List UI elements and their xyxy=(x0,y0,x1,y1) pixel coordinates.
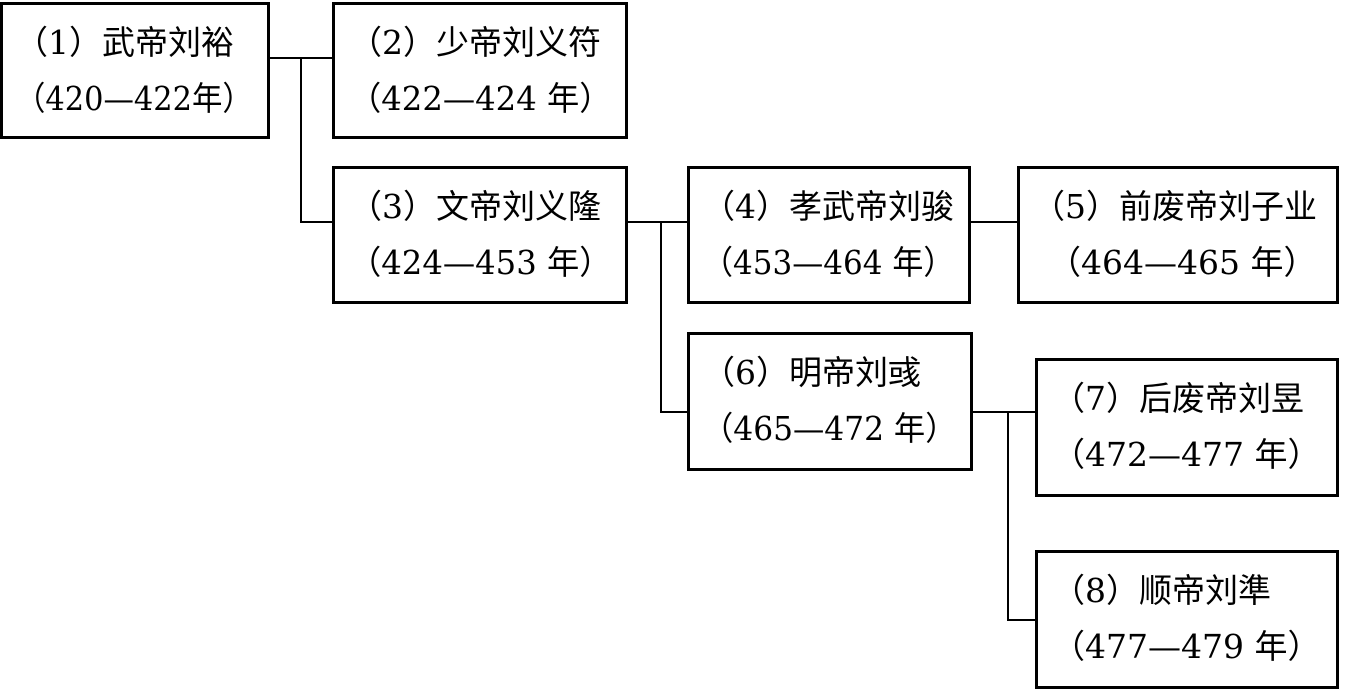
node-emperor-1-years: （420—422年） xyxy=(15,79,253,118)
connector-n1-trunk xyxy=(268,57,302,59)
connector-to-n6 xyxy=(660,411,689,413)
connector-to-n7 xyxy=(1007,411,1037,413)
node-emperor-2-years: （422—424 年） xyxy=(349,79,612,118)
node-emperor-3-title: （3）文帝刘义隆 xyxy=(349,187,601,226)
node-emperor-6-years: （465—472 年） xyxy=(702,409,957,448)
node-emperor-6: （6）明帝刘彧 （465—472 年） xyxy=(687,332,973,471)
node-emperor-8-years: （477—479 年） xyxy=(1052,627,1321,666)
node-emperor-2: （2）少帝刘义符 （422—424 年） xyxy=(332,2,628,139)
node-emperor-8: （8）顺帝刘準 （477—479 年） xyxy=(1035,550,1339,689)
node-emperor-5-years: （464—465 年） xyxy=(1048,243,1317,282)
connector-n3-spine xyxy=(660,221,662,413)
node-emperor-3: （3）文帝刘义隆 （424—453 年） xyxy=(332,166,628,304)
node-emperor-5: （5）前废帝刘子业 （464—465 年） xyxy=(1017,166,1339,304)
node-emperor-4-title: （4）孝武帝刘骏 xyxy=(702,187,954,226)
node-emperor-4-years: （453—464 年） xyxy=(702,243,955,282)
connector-n4-to-n5 xyxy=(969,221,1019,223)
connector-to-n8 xyxy=(1007,619,1037,621)
connector-n1-spine xyxy=(300,57,302,223)
connector-to-n4 xyxy=(660,221,689,223)
connector-n6-spine xyxy=(1007,411,1009,621)
node-emperor-1: （1）武帝刘裕 （420—422年） xyxy=(0,2,270,139)
connector-n6-trunk xyxy=(971,411,1009,413)
node-emperor-7-years: （472—477 年） xyxy=(1052,435,1321,474)
node-emperor-3-years: （424—453 年） xyxy=(349,243,612,282)
node-emperor-4: （4）孝武帝刘骏 （453—464 年） xyxy=(687,166,971,304)
connector-to-n2 xyxy=(300,57,334,59)
node-emperor-2-title: （2）少帝刘义符 xyxy=(349,23,601,62)
node-emperor-7: （7）后废帝刘昱 （472—477 年） xyxy=(1035,358,1339,497)
node-emperor-1-title: （1）武帝刘裕 xyxy=(15,23,234,62)
node-emperor-6-title: （6）明帝刘彧 xyxy=(702,353,921,392)
node-emperor-8-title: （8）顺帝刘準 xyxy=(1052,571,1271,610)
node-emperor-5-title: （5）前废帝刘子业 xyxy=(1032,187,1317,226)
connector-n3-trunk xyxy=(627,221,662,223)
connector-to-n3 xyxy=(300,221,334,223)
node-emperor-7-title: （7）后废帝刘昱 xyxy=(1052,379,1304,418)
